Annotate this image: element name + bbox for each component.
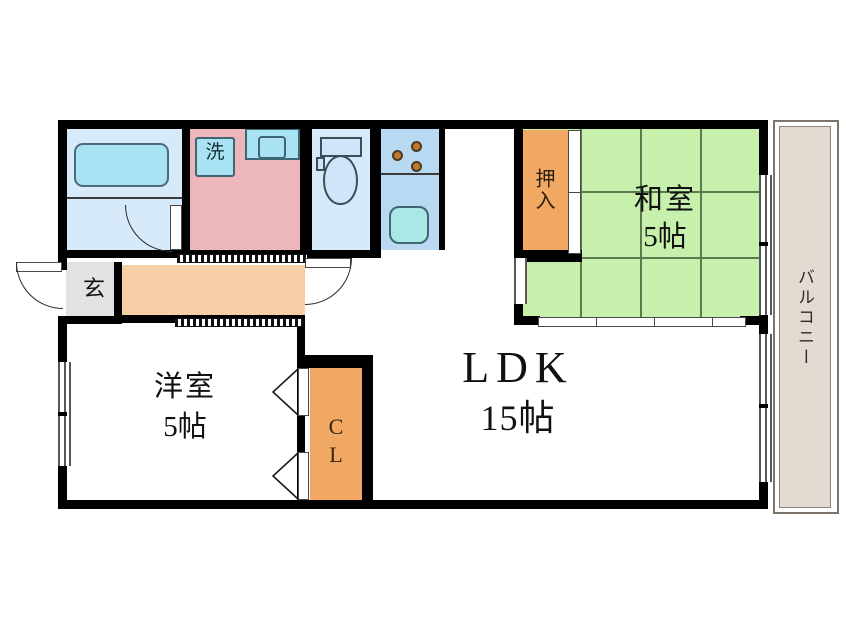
bathroom-tub-edge	[66, 197, 188, 199]
kitchen-counter-split	[381, 173, 439, 175]
fixture-toilet-tank	[320, 137, 362, 157]
fusuma-washitsu-bottom-1[interactable]	[538, 317, 600, 327]
tatami-seam	[521, 191, 759, 193]
washitsu-size-label: 5帖	[643, 221, 687, 253]
wall-washitsu-left-upper	[514, 128, 523, 262]
balcony-label: バルコニー	[795, 268, 814, 368]
yoshitsu-size-label: 5帖	[163, 411, 207, 443]
tatami-seam	[640, 128, 642, 324]
sliding-door-ldk-mullion	[759, 404, 768, 408]
wall-yoshitsu-ldk-partition	[297, 355, 305, 509]
folding-door-arrow-upper	[271, 368, 299, 416]
wall-washitsu-bottom-right	[740, 316, 764, 325]
wall-genkan-right	[114, 262, 122, 324]
fixture-vanity-basin	[258, 136, 286, 159]
washer-label: 洗	[205, 142, 225, 163]
fusuma-washitsu-bottom-2[interactable]	[596, 317, 658, 327]
tatami-seam	[521, 257, 759, 259]
area-genkan	[66, 262, 122, 324]
balcony-outer-rail	[773, 120, 839, 514]
door-arc-entrance	[16, 262, 63, 309]
wall-toilet-kitchen-partition	[370, 128, 381, 258]
washitsu-name-label: 和室	[633, 184, 696, 216]
sliding-door-washitsu-mullion	[759, 242, 768, 246]
fixture-kitchen-sink	[389, 206, 429, 244]
fusuma-oshiire-upper[interactable]	[568, 130, 581, 194]
sliding-door-ldk-balcony[interactable]	[759, 334, 772, 482]
storage-oshiire	[523, 130, 568, 252]
door-arc-hall-end	[305, 258, 352, 305]
wall-washitsu-bottom-left	[514, 316, 540, 325]
folding-door-closet-lower[interactable]	[298, 452, 309, 500]
sliding-door-hallway-to-ldk[interactable]	[175, 318, 303, 327]
fixture-toilet-bowl	[323, 155, 358, 205]
stove-burner-icon	[411, 161, 422, 172]
fusuma-washitsu-bottom-3[interactable]	[654, 317, 716, 327]
area-hallway	[119, 265, 305, 315]
exterior-wall-bottom	[58, 500, 768, 509]
area-balcony	[777, 124, 833, 510]
storage-closet-cl	[310, 368, 362, 500]
fusuma-oshiire-lower[interactable]	[568, 192, 581, 254]
ldk-name-label: LDK	[462, 343, 574, 392]
wall-washitsu-left-lower	[514, 300, 523, 324]
folding-door-chevron-icon	[271, 452, 299, 500]
sliding-door-hallway-to-washroom[interactable]	[177, 254, 307, 263]
sliding-door-washitsu-left[interactable]	[514, 258, 527, 304]
folding-door-arrow-lower	[271, 452, 299, 500]
wall-bath-wash-partition	[182, 128, 190, 250]
closet-label-c: C	[328, 414, 344, 439]
ldk-size-label: 15帖	[480, 398, 556, 438]
exterior-wall-top	[58, 120, 768, 129]
wall-closet-right	[362, 355, 373, 508]
exterior-wall-left-upper	[58, 120, 67, 262]
wall-kitchen-right	[439, 128, 445, 250]
wall-wash-toilet-partition	[300, 128, 312, 250]
closet-label-l: L	[329, 442, 343, 467]
wall-toilet-bottom	[300, 250, 380, 258]
genkan-label: 玄	[82, 276, 105, 301]
fixture-toilet-lever	[316, 157, 325, 171]
wall-oshiire-bottom	[514, 250, 582, 262]
fixture-bathtub	[74, 143, 169, 187]
tatami-seam	[580, 128, 582, 324]
wall-closet-top	[305, 355, 373, 368]
wall-genkan-bottom	[58, 316, 122, 324]
folding-door-chevron-icon	[271, 368, 299, 416]
folding-door-closet-upper[interactable]	[298, 368, 309, 416]
stove-burner-icon	[411, 141, 422, 152]
stove-burner-icon	[392, 150, 403, 161]
yoshitsu-name-label: 洋室	[153, 371, 216, 403]
window-yoshitsu-mullion	[58, 412, 67, 416]
oshiire-label: 押入	[532, 168, 554, 212]
fusuma-washitsu-bottom-4[interactable]	[712, 317, 746, 327]
fixture-washing-machine-space	[195, 137, 235, 177]
wall-hallway-right	[297, 315, 305, 355]
tatami-seam	[700, 128, 702, 324]
